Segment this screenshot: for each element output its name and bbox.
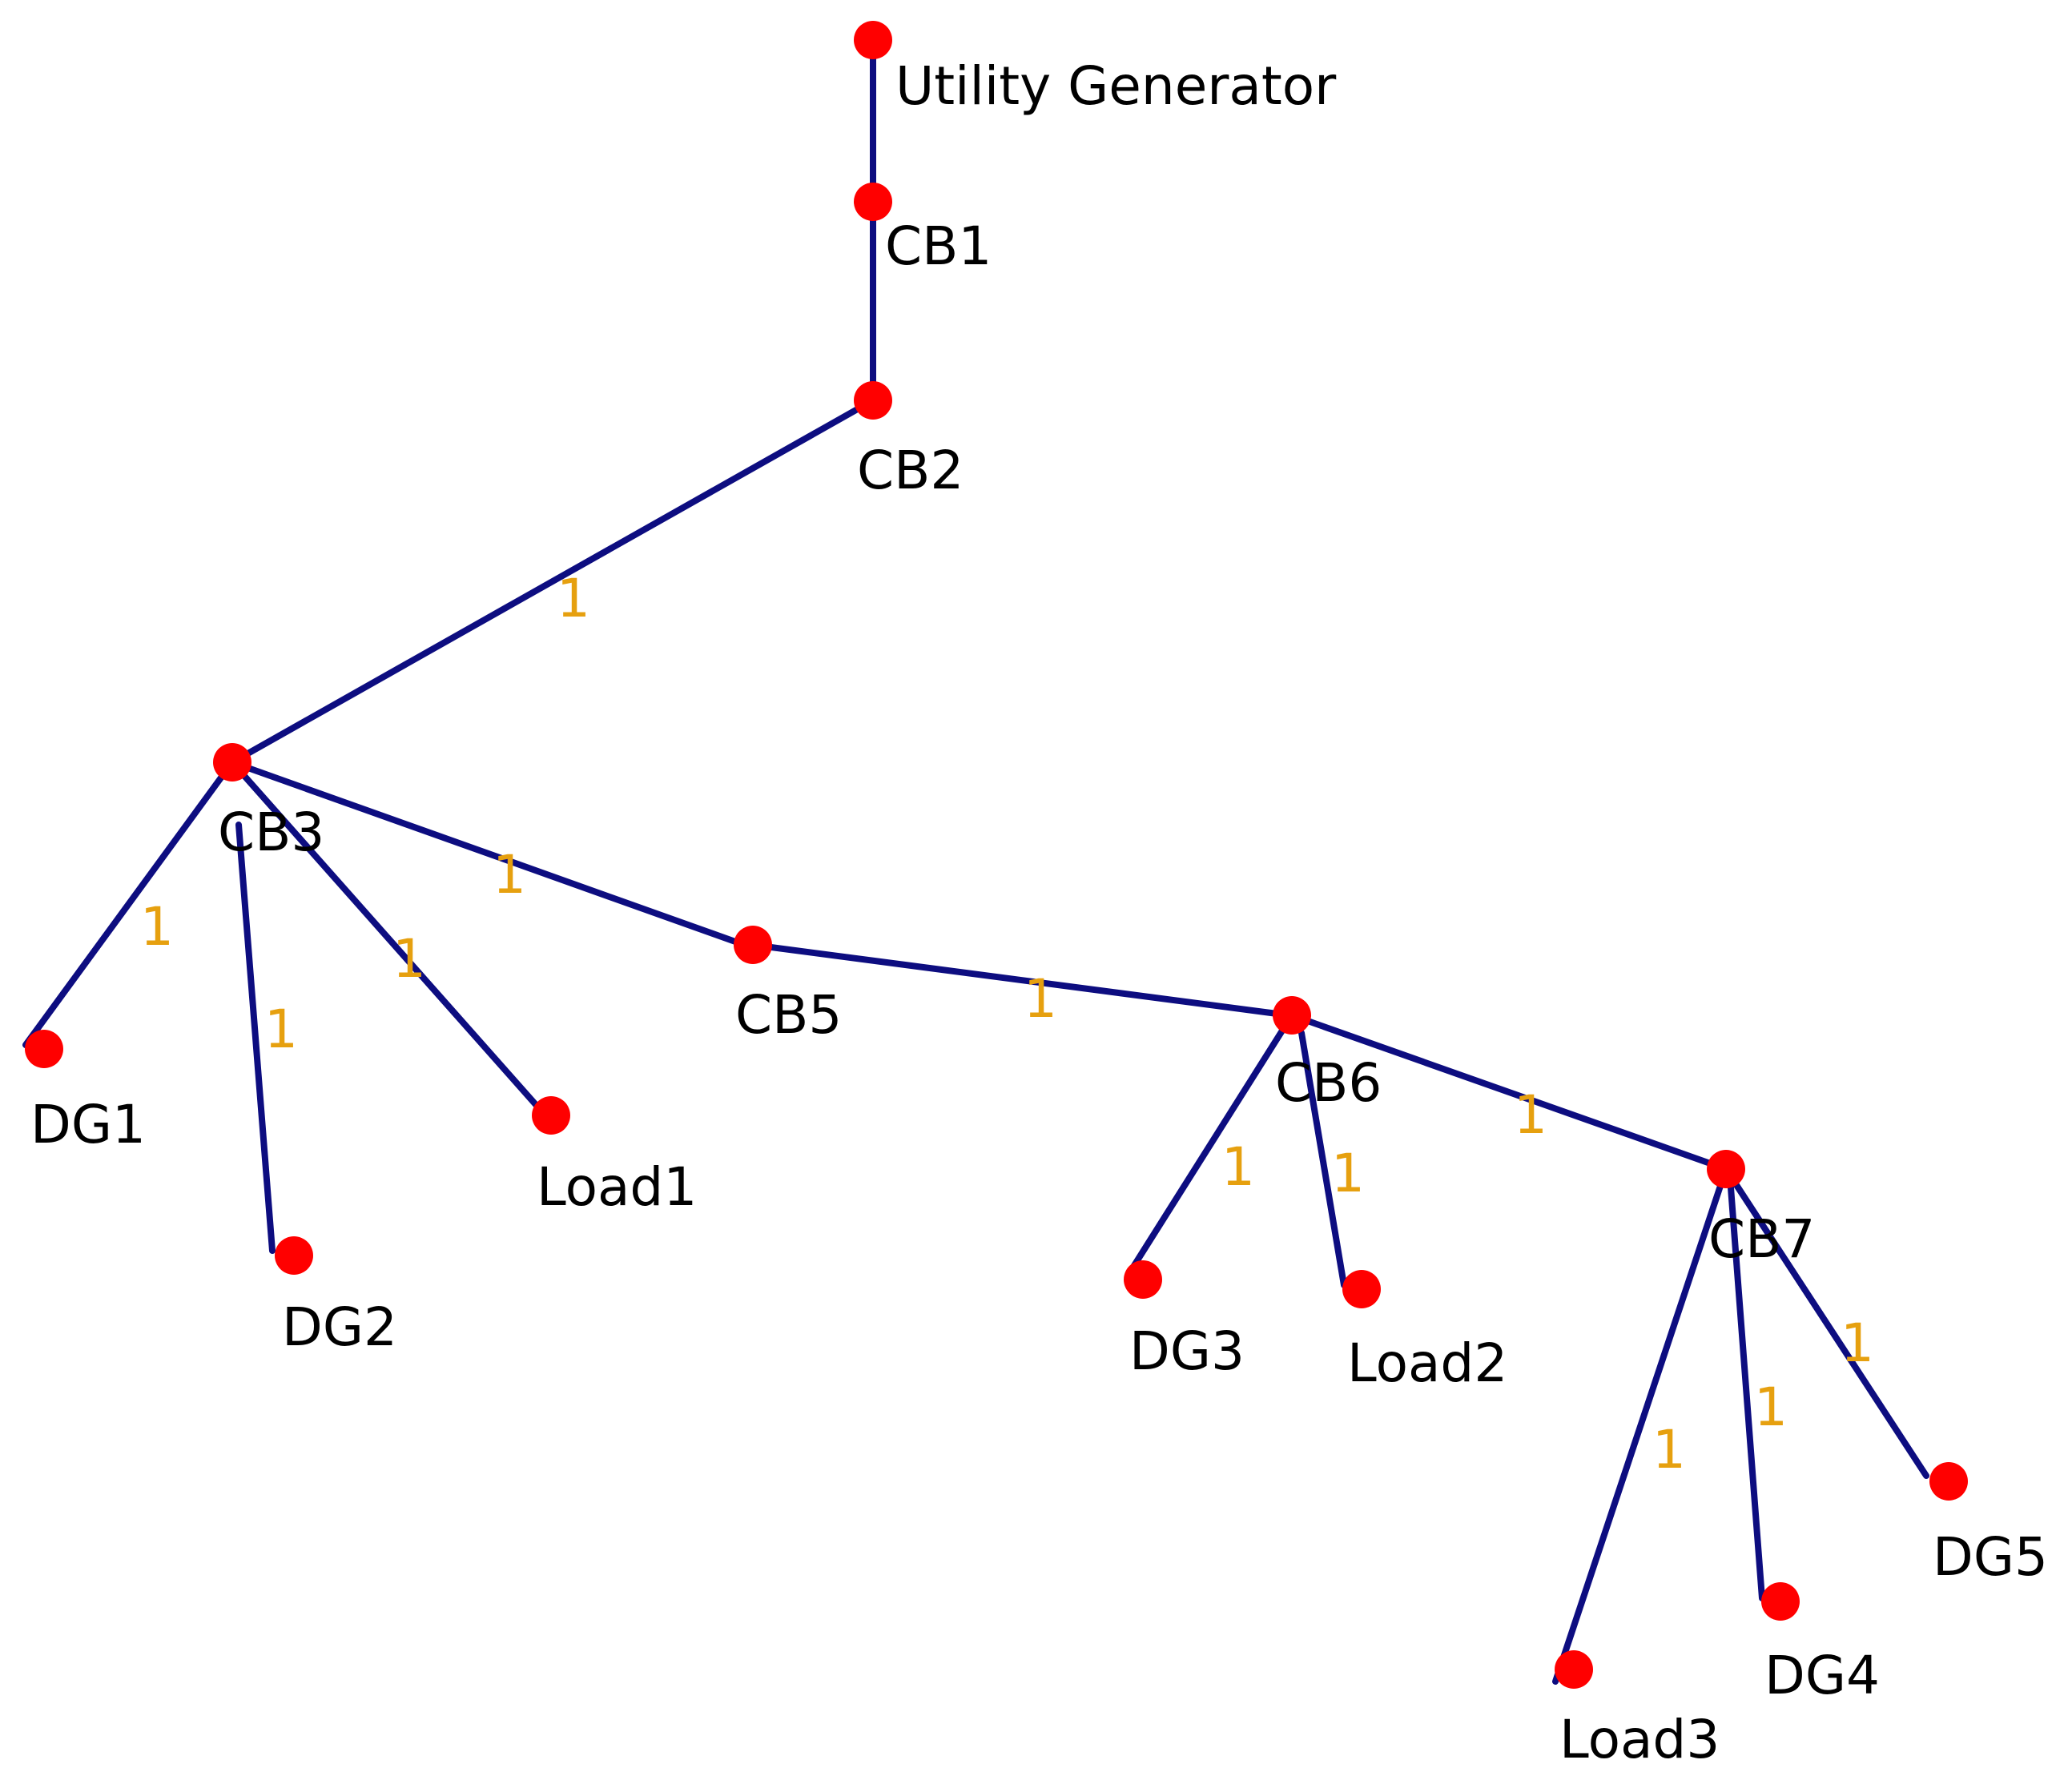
edge-cb3-load1	[229, 759, 541, 1111]
edge-label-cb2-cb3: 1	[557, 568, 590, 629]
node-cb1-dot	[854, 183, 892, 221]
node-cb5-label: CB5	[735, 984, 842, 1046]
node-dg3-dot	[1124, 1260, 1162, 1299]
edge-label-cb5-cb6: 1	[1024, 968, 1057, 1030]
edge-cb6-cb7	[1289, 1012, 1729, 1172]
node-cb6-dot	[1273, 996, 1311, 1035]
edge-cb7-load3	[1552, 1166, 1729, 1685]
edge-cb3-cb5	[229, 759, 738, 945]
node-cb2-label: CB2	[857, 440, 964, 501]
edge-label-cb6-load2: 1	[1331, 1143, 1365, 1204]
node-load2-label: Load2	[1347, 1332, 1507, 1394]
edge-label-cb6-cb7: 1	[1514, 1084, 1547, 1146]
node-util-label: Utility Generator	[895, 55, 1337, 117]
nodes-layer	[25, 21, 1968, 1689]
edge-cb6-load2	[1298, 1030, 1347, 1288]
node-dg4-label: DG4	[1764, 1645, 1880, 1706]
node-cb3-label: CB3	[218, 802, 324, 863]
node-dg1-label: DG1	[30, 1094, 146, 1155]
node-dg5-label: DG5	[1933, 1526, 2048, 1588]
node-cb1-label: CB1	[885, 215, 992, 277]
node-dg5-dot	[1929, 1462, 1968, 1501]
node-load2-dot	[1342, 1270, 1381, 1308]
edge-cb5-cb6	[750, 942, 1286, 1018]
edge-label-cb6-dg3: 1	[1221, 1136, 1255, 1198]
edge-label-cb3-dg1: 1	[140, 896, 174, 958]
edge-cb3-dg2	[235, 822, 276, 1254]
node-dg1-dot	[25, 1030, 63, 1068]
node-load1-dot	[532, 1096, 570, 1135]
node-cb7-label: CB7	[1708, 1208, 1815, 1270]
node-load3-dot	[1555, 1650, 1593, 1689]
node-dg2-dot	[275, 1236, 313, 1275]
edge-label-cb3-load1: 1	[392, 928, 426, 990]
edge-cb6-dg3	[1126, 1012, 1295, 1276]
node-cb7-dot	[1707, 1150, 1745, 1188]
edge-cb7-dg4	[1727, 1174, 1765, 1601]
edge-cb2-cb3	[229, 397, 876, 765]
node-util-dot	[854, 21, 892, 59]
edges-layer	[22, 37, 1929, 1685]
edge-cb7-dg5	[1723, 1166, 1929, 1479]
node-load1-label: Load1	[537, 1156, 697, 1218]
edge-cb3-dg1	[22, 759, 235, 1048]
edge-label-cb7-dg4: 1	[1754, 1376, 1788, 1438]
edge-label-cb3-dg2: 1	[264, 998, 298, 1060]
node-dg4-dot	[1761, 1582, 1800, 1621]
node-dg3-label: DG3	[1129, 1320, 1245, 1382]
node-cb3-dot	[213, 743, 251, 782]
edge-label-cb7-load3: 1	[1652, 1419, 1686, 1481]
edge-label-cb7-dg5: 1	[1841, 1312, 1874, 1374]
node-cb5-dot	[734, 926, 772, 964]
node-cb6-label: CB6	[1275, 1052, 1382, 1114]
node-dg2-label: DG2	[282, 1296, 397, 1358]
node-load3-label: Load3	[1559, 1709, 1720, 1770]
node-cb2-dot	[854, 381, 892, 420]
edge-label-cb3-cb5: 1	[493, 844, 526, 906]
